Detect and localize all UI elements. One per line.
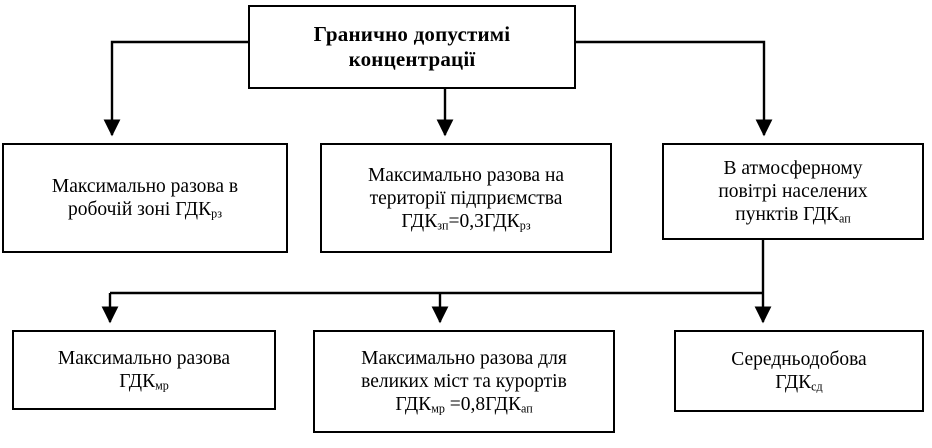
l3-0-subscript: мр [155, 378, 169, 393]
node-l3-2-text: Середньодобова ГДКсд [676, 348, 922, 394]
l3-2-subscript: сд [811, 379, 823, 394]
title-line-2: концентрації [348, 47, 476, 71]
node-l2-0-text: Максимально разова в робочій зоні ГДКрз [4, 175, 286, 221]
l2-1-formula: ГДКзп=0,3ГДКрз [328, 210, 604, 233]
l2-1-formula-sub2: рз [519, 218, 531, 233]
l3-1-line-1: Максимально разова для [361, 348, 567, 369]
node-max-single-enterprise-territory: Максимально разова на території підприєм… [320, 143, 612, 253]
l3-2-line-1: Середньодобова [731, 349, 867, 370]
l2-0-subscript: рз [211, 206, 223, 221]
l3-1-formula-mid: =0,8ГДК [444, 394, 521, 415]
node-max-single: Максимально разова ГДКмр [12, 330, 276, 410]
node-max-single-big-cities-resorts: Максимально разова для великих міст та к… [313, 330, 615, 433]
l3-0-line-2-main: ГДК [119, 371, 156, 392]
l2-2-line-3: пунктів ГДКап [670, 203, 916, 226]
l3-1-formula-prefix: ГДК [395, 394, 432, 415]
l3-1-formula-sub1: мр [431, 401, 445, 416]
l3-2-line-2: ГДКсд [682, 371, 916, 394]
l2-1-formula-mid: =0,3ГДК [448, 210, 520, 232]
node-l2-2-text: В атмосферному повітрі населених пунктів… [664, 157, 922, 226]
l2-2-subscript: ап [839, 211, 851, 226]
connector-title-to-l2-0 [103, 40, 248, 137]
l2-0-line-2: робочій зоні ГДКрз [10, 198, 280, 221]
l3-1-formula: ГДКмр =0,8ГДКап [321, 393, 607, 416]
l2-2-line-1: В атмосферному [723, 158, 863, 179]
l2-1-line-1: Максимально разова на [367, 164, 565, 186]
node-atmospheric-air-settlements: В атмосферному повітрі населених пунктів… [662, 143, 924, 240]
node-daily-average: Середньодобова ГДКсд [674, 330, 924, 412]
l3-0-line-2: ГДКмр [20, 370, 268, 393]
node-limit-concentrations-title: Гранично допустимі концентрації [248, 5, 576, 89]
l3-2-line-2-main: ГДК [775, 372, 812, 393]
l3-1-line-2: великих міст та курортів [361, 371, 567, 392]
node-l3-1-text: Максимально разова для великих міст та к… [315, 347, 613, 416]
node-l2-1-text: Максимально разова на території підприєм… [322, 164, 610, 233]
connector-title-to-l2-2 [576, 40, 773, 137]
l3-0-line-1: Максимально разова [57, 348, 231, 369]
l3-1-formula-sub2: ап [521, 401, 533, 416]
node-title-text: Гранично допустимі концентрації [250, 22, 574, 72]
node-l3-0-text: Максимально разова ГДКмр [14, 347, 274, 393]
l2-1-formula-sub1: зп [437, 218, 449, 233]
l2-1-line-2: території підприємства [369, 187, 563, 209]
l2-0-line-1: Максимально разова в [51, 176, 239, 197]
l2-0-line-2-main: робочій зоні ГДК [67, 199, 212, 220]
l2-1-formula-prefix: ГДК [401, 210, 438, 232]
l2-2-line-3-main: пунктів ГДК [735, 204, 840, 225]
node-max-single-work-zone: Максимально разова в робочій зоні ГДКрз [2, 143, 288, 253]
l2-2-line-2: повітрі населених [718, 181, 868, 202]
title-line-1: Гранично допустимі [313, 22, 511, 47]
